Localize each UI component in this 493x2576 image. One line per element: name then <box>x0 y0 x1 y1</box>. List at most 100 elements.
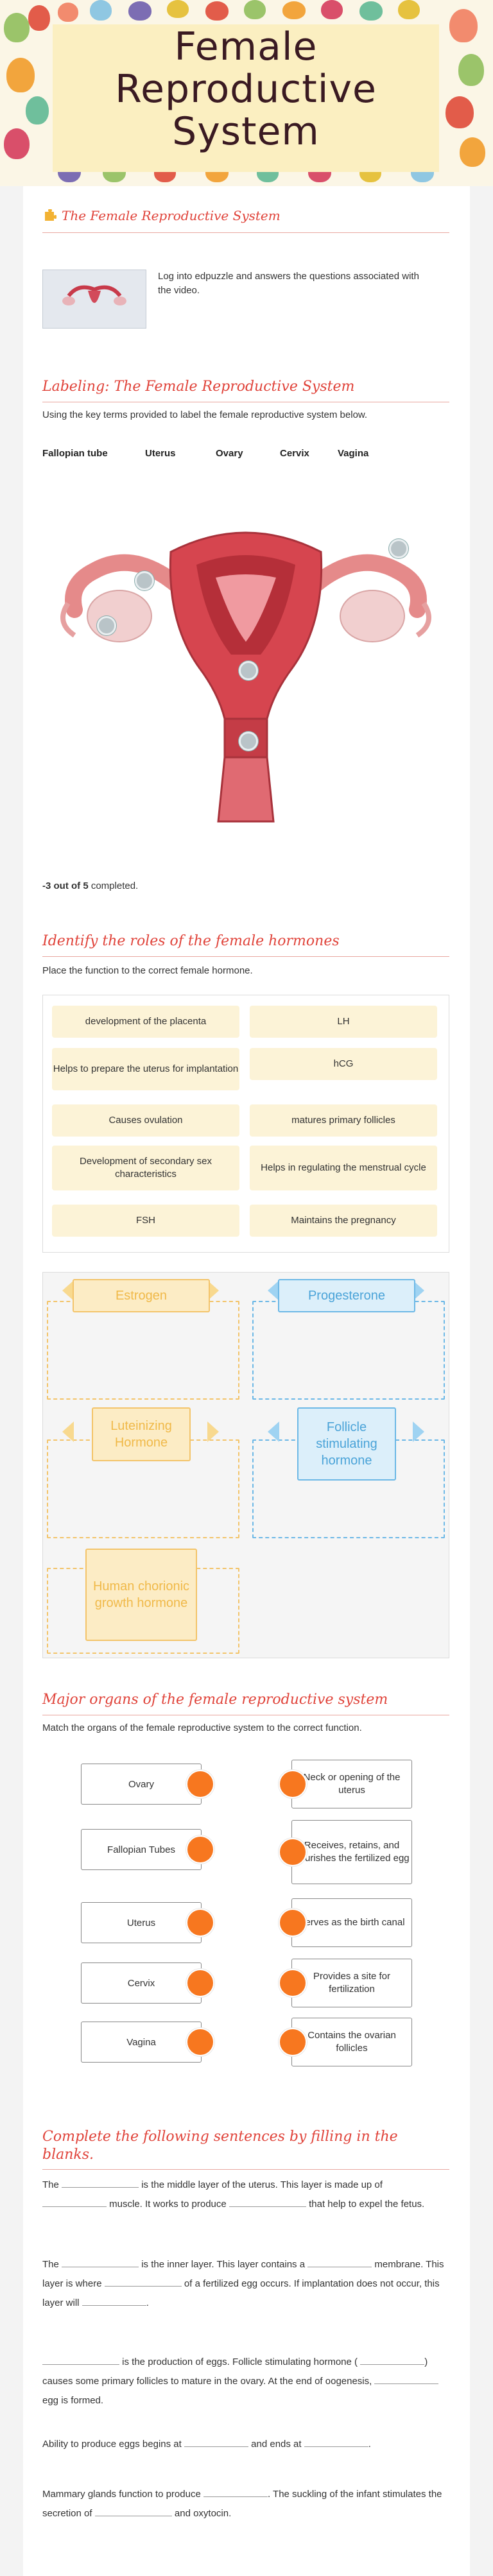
role-cards-bank: development of the placenta LH Helps to … <box>42 995 449 1253</box>
match-handle[interactable] <box>279 1969 307 1997</box>
divider <box>42 2169 449 2170</box>
tree-decoration <box>244 0 266 19</box>
role-card[interactable]: hCG <box>250 1048 437 1080</box>
hormones-instruction: Place the function to the correct female… <box>42 965 253 976</box>
organ-fallopian-tubes[interactable]: Fallopian Tubes <box>81 1829 202 1870</box>
role-card[interactable]: Causes ovulation <box>52 1104 239 1137</box>
ribbon-tail <box>62 1421 74 1442</box>
header-banner: Female Reproductive System <box>0 0 493 186</box>
function-neck-of-uterus[interactable]: Neck or opening of the uterus <box>291 1760 412 1808</box>
tree-decoration <box>359 1 383 21</box>
tree-decoration <box>460 137 485 167</box>
key-term-fallopian-tube[interactable]: Fallopian tube <box>42 448 108 459</box>
zone-label-fsh: Follicle stimulating hormone <box>297 1407 396 1481</box>
blank-input[interactable] <box>42 2197 107 2207</box>
blank-input[interactable] <box>62 2258 139 2267</box>
hormones-section-title: Identify the roles of the female hormone… <box>42 933 340 949</box>
organ-ovary[interactable]: Ovary <box>81 1764 202 1805</box>
divider <box>42 956 449 957</box>
role-card[interactable]: Development of secondary sex characteris… <box>52 1146 239 1190</box>
uterus-diagram <box>42 475 449 854</box>
ribbon-tail <box>413 1280 424 1301</box>
role-card[interactable]: FSH <box>52 1205 239 1237</box>
match-handle[interactable] <box>279 1909 307 1937</box>
function-birth-canal[interactable]: Serves as the birth canal <box>291 1898 412 1947</box>
match-handle[interactable] <box>186 1835 214 1864</box>
function-nourishes-egg[interactable]: Receives, retains, and nourishes the fer… <box>291 1820 412 1884</box>
label-drop-target[interactable] <box>97 616 116 635</box>
key-term-uterus[interactable]: Uterus <box>145 448 176 459</box>
ribbon-tail <box>207 1421 219 1442</box>
organ-cervix[interactable]: Cervix <box>81 1962 202 2004</box>
hormone-drop-area: Estrogen Progesterone Luteinizing Hormon… <box>42 1272 449 1658</box>
label-drop-target[interactable] <box>389 539 408 558</box>
role-card[interactable]: matures primary follicles <box>250 1104 437 1137</box>
video-section-title: The Female Reproductive System <box>62 208 281 223</box>
blank-input[interactable] <box>42 2355 119 2365</box>
match-handle[interactable] <box>186 1909 214 1937</box>
drop-zone-estrogen[interactable] <box>47 1301 239 1400</box>
organs-section-title: Major organs of the female reproductive … <box>42 1692 388 1708</box>
tree-decoration <box>458 54 484 86</box>
blank-input[interactable] <box>184 2437 248 2447</box>
ribbon-tail <box>207 1280 219 1301</box>
page-title: Female Reproductive System <box>115 24 377 154</box>
function-fertilization-site[interactable]: Provides a site for fertilization <box>291 1959 412 2007</box>
function-ovarian-follicles[interactable]: Contains the ovarian follicles <box>291 2018 412 2066</box>
sentence-3: is the production of eggs. Follicle stim… <box>42 2353 449 2410</box>
tree-decoration <box>6 58 35 92</box>
tree-decoration <box>90 0 112 21</box>
match-handle[interactable] <box>279 1770 307 1798</box>
tree-decoration <box>128 1 151 21</box>
tree-decoration <box>28 5 50 31</box>
label-drop-target[interactable] <box>135 571 154 590</box>
blank-input[interactable] <box>82 2296 146 2306</box>
blank-input[interactable] <box>304 2437 368 2447</box>
role-card[interactable]: Maintains the pregnancy <box>250 1205 437 1237</box>
role-card[interactable]: development of the placenta <box>52 1006 239 1038</box>
match-handle[interactable] <box>279 2028 307 2056</box>
key-term-ovary[interactable]: Ovary <box>216 448 243 459</box>
ribbon-tail <box>268 1421 279 1442</box>
key-term-vagina[interactable]: Vagina <box>338 448 369 459</box>
zone-label-progesterone: Progesterone <box>278 1279 415 1312</box>
zone-label-hcg: Human chorionic growth hormone <box>85 1549 197 1641</box>
blank-input[interactable] <box>360 2355 425 2365</box>
match-handle[interactable] <box>186 1770 214 1798</box>
blank-input[interactable] <box>94 2507 172 2516</box>
organ-uterus[interactable]: Uterus <box>81 1902 202 1943</box>
match-handle[interactable] <box>279 1838 307 1866</box>
video-thumbnail[interactable] <box>42 270 146 329</box>
sentence-4: Ability to produce eggs begins at and en… <box>42 2437 371 2450</box>
blank-input[interactable] <box>104 2277 182 2287</box>
organ-vagina[interactable]: Vagina <box>81 2022 202 2063</box>
tree-decoration <box>449 9 478 42</box>
blank-input[interactable] <box>307 2258 372 2267</box>
ribbon-tail <box>62 1280 74 1301</box>
title-background <box>53 24 439 172</box>
role-card[interactable]: Helps to prepare the uterus for implanta… <box>52 1048 239 1090</box>
tree-decoration <box>4 128 30 159</box>
blank-input[interactable] <box>374 2374 439 2384</box>
drop-zone-progesterone[interactable] <box>252 1301 445 1400</box>
label-drop-target[interactable] <box>239 732 258 751</box>
match-handle[interactable] <box>186 1969 214 1997</box>
key-term-cervix[interactable]: Cervix <box>280 448 309 459</box>
tree-decoration <box>205 1 229 21</box>
worksheet-card: The Female Reproductive System Log into … <box>23 186 470 2576</box>
label-drop-target[interactable] <box>239 661 258 680</box>
divider <box>42 232 449 233</box>
labeling-section-title: Labeling: The Female Reproductive System <box>42 379 355 395</box>
role-card[interactable]: LH <box>250 1006 437 1038</box>
tree-decoration <box>398 0 420 19</box>
sentence-2: The is the inner layer. This layer conta… <box>42 2258 444 2308</box>
ribbon-tail <box>413 1421 424 1442</box>
tree-decoration <box>445 96 474 128</box>
blank-input[interactable] <box>203 2487 268 2497</box>
blank-input[interactable] <box>62 2178 139 2188</box>
organs-instruction: Match the organs of the female reproduct… <box>42 1722 362 1733</box>
role-card[interactable]: Helps in regulating the menstrual cycle <box>250 1146 437 1190</box>
tree-decoration <box>4 13 30 42</box>
blank-input[interactable] <box>229 2197 306 2207</box>
match-handle[interactable] <box>186 2028 214 2056</box>
